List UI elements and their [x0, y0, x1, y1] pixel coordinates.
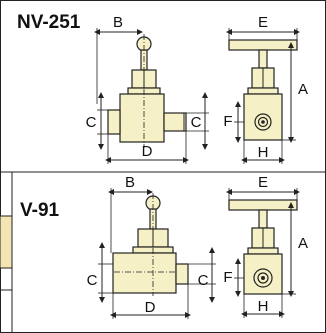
v91-dim-d: D — [110, 284, 191, 319]
dim-label-c-left: C — [86, 114, 97, 131]
nv251-dim-c-left: C — [86, 92, 108, 150]
v91-side-view — [112, 193, 189, 296]
dim-label-b-2: B — [125, 174, 135, 191]
dim-label-c-right-2: C — [198, 272, 209, 289]
dim-label-c-right: C — [191, 114, 202, 131]
dim-label-a-2: A — [298, 235, 308, 252]
v91-dim-f: F — [223, 258, 244, 297]
dim-label-f-2: F — [223, 269, 232, 286]
v91-dim-a: A — [282, 202, 308, 297]
v91-dim-c-right: C — [188, 247, 216, 303]
nv251-dim-b: B — [94, 14, 143, 104]
model-title-nv251: NV-251 — [17, 12, 81, 33]
nv251-front-view — [228, 39, 298, 141]
dim-label-a: A — [298, 81, 308, 98]
nv251-dim-d: D — [105, 131, 189, 164]
dim-label-c-left-2: C — [87, 272, 98, 289]
dim-label-b: B — [113, 14, 123, 31]
v91-dim-e: E — [226, 174, 300, 200]
side-tab — [0, 215, 13, 269]
dim-label-f: F — [223, 113, 232, 130]
nv251-dim-a: A — [282, 42, 308, 143]
dim-label-h-2: H — [258, 298, 269, 315]
dim-label-d-2: D — [145, 299, 156, 316]
dim-label-d: D — [142, 143, 153, 160]
dim-label-e-2: E — [258, 174, 268, 191]
nv251-dim-c-right: C — [186, 92, 209, 150]
dim-label-e: E — [258, 14, 268, 31]
v91-dim-b: B — [108, 174, 153, 253]
v91-front-view — [228, 199, 298, 295]
nv251-dim-e: E — [226, 14, 300, 40]
v91-dim-c-left: C — [87, 242, 113, 303]
model-title-v91: V-91 — [20, 200, 60, 221]
v91-dim-h: H — [241, 294, 285, 318]
nv251-dim-f: F — [223, 101, 244, 143]
nv251-dim-h: H — [241, 140, 285, 164]
dim-label-h: H — [258, 144, 269, 161]
nv251-side-view — [107, 34, 187, 148]
